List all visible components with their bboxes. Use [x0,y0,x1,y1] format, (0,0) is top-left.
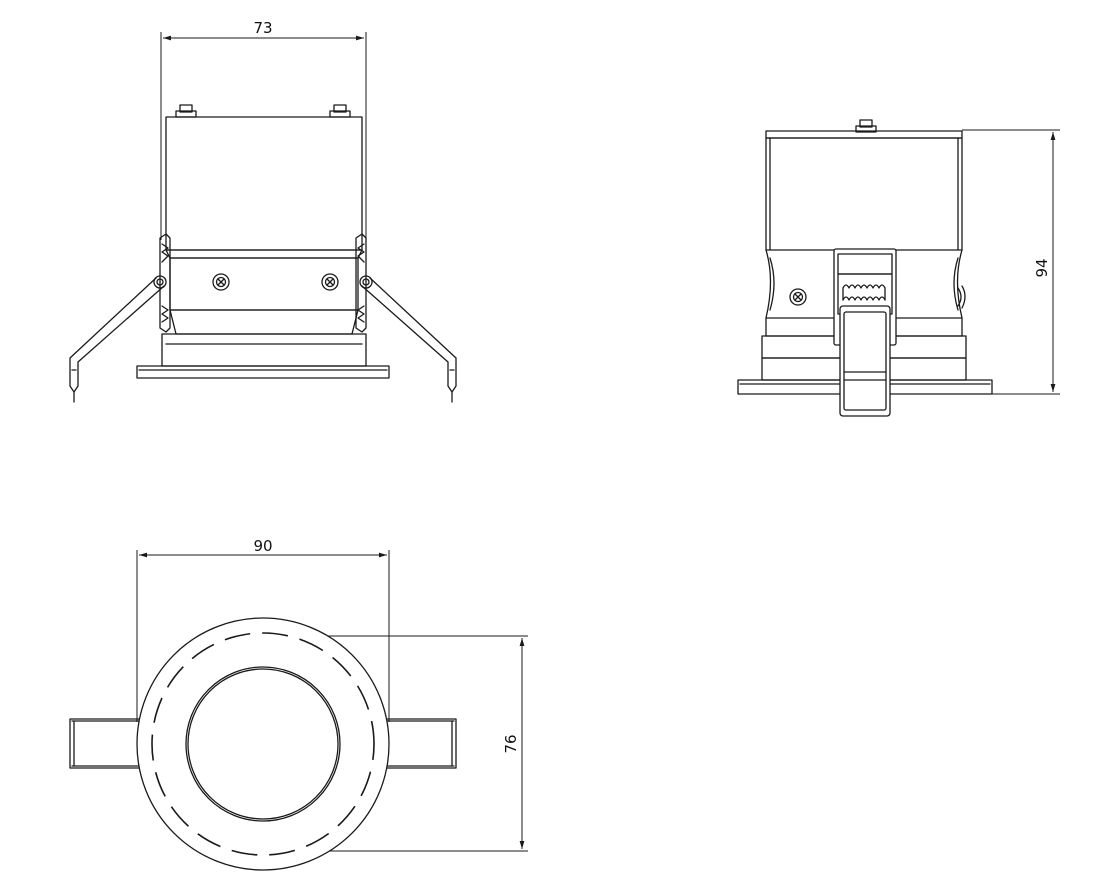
bottom-width-label: 90 [253,537,272,555]
top-nut-right [329,104,351,118]
side-spring-clip [833,248,897,417]
outer-bezel-ring [136,617,390,871]
bottom-tab-left [69,718,143,769]
bottom-tab-right [383,718,457,769]
spring-clip-right [355,233,457,403]
light-aperture-outer [185,666,341,822]
front-width-label: 73 [253,19,272,37]
light-aperture-inner [187,668,339,820]
front-bezel [136,365,390,379]
front-screw-right [321,273,339,291]
front-view: 73 [69,19,457,403]
side-view: 94 [737,119,1060,417]
spring-clip-left [69,233,171,403]
side-height-label: 94 [1033,258,1051,277]
bottom-view: 90 76 [69,537,528,871]
bottom-height-label: 76 [502,734,520,753]
side-screw [789,288,807,306]
dimension-front-width: 73 [160,19,367,240]
hidden-body-outline [151,632,375,856]
dimension-side-height: 94 [962,129,1060,395]
front-screw-left [212,273,230,291]
front-body [165,116,363,251]
top-nut-left [175,104,197,118]
